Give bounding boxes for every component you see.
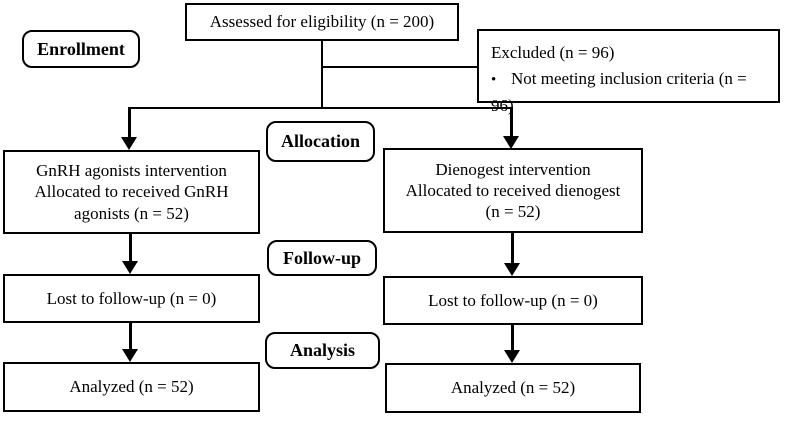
- analyzed-left-box: Analyzed (n = 52): [3, 362, 260, 412]
- stage-label-enrollment: Enrollment: [22, 30, 140, 68]
- allocation-right-line-2: Allocated to received dienogest: [405, 180, 621, 200]
- stage-label-followup: Follow-up: [267, 240, 377, 276]
- stage-label-analysis-text: Analysis: [289, 340, 356, 361]
- connector-line-excluded-branch: [322, 66, 477, 68]
- analyzed-right-box: Analyzed (n = 52): [385, 363, 641, 413]
- excluded-reason: Not meeting inclusion criteria (n = 96): [491, 69, 747, 115]
- followup-right-text: Lost to follow-up (n = 0): [428, 290, 598, 310]
- stage-label-allocation-text: Allocation: [281, 131, 360, 152]
- stage-label-allocation: Allocation: [266, 121, 375, 162]
- assessed-eligibility-text: Assessed for eligibility (n = 200): [209, 12, 435, 32]
- allocation-left-line-1: GnRH agonists intervention: [36, 161, 227, 181]
- analyzed-left-text: Analyzed (n = 52): [69, 377, 194, 397]
- followup-right-box: Lost to follow-up (n = 0): [383, 276, 643, 325]
- followup-left-box: Lost to follow-up (n = 0): [3, 274, 260, 323]
- stage-label-followup-text: Follow-up: [282, 247, 361, 268]
- bullet-icon: •: [491, 72, 497, 89]
- excluded-box: Excluded (n = 96) •Not meeting inclusion…: [477, 29, 780, 115]
- allocation-left-line-3: agonists (n = 52): [74, 203, 189, 223]
- analyzed-right-text: Analyzed (n = 52): [450, 378, 576, 398]
- allocation-right-line-1: Dienogest intervention: [435, 159, 591, 179]
- stage-label-enrollment-text: Enrollment: [37, 38, 125, 59]
- allocation-right-line-3: (n = 52): [485, 202, 541, 222]
- assessed-eligibility-box: Assessed for eligibility (n = 200): [185, 3, 459, 41]
- allocation-left-line-2: Allocated to received GnRH: [34, 182, 229, 202]
- connector-line-split-horizontal: [128, 107, 513, 109]
- connector-line-top-vertical: [321, 40, 323, 109]
- excluded-title: Excluded (n = 96): [491, 43, 615, 62]
- followup-left-text: Lost to follow-up (n = 0): [46, 288, 217, 308]
- allocation-left-box: GnRH agonists intervention Allocated to …: [3, 150, 260, 234]
- excluded-reason-row: •Not meeting inclusion criteria (n = 96): [491, 66, 770, 119]
- stage-label-analysis: Analysis: [265, 332, 380, 369]
- allocation-right-box: Dienogest intervention Allocated to rece…: [383, 148, 643, 233]
